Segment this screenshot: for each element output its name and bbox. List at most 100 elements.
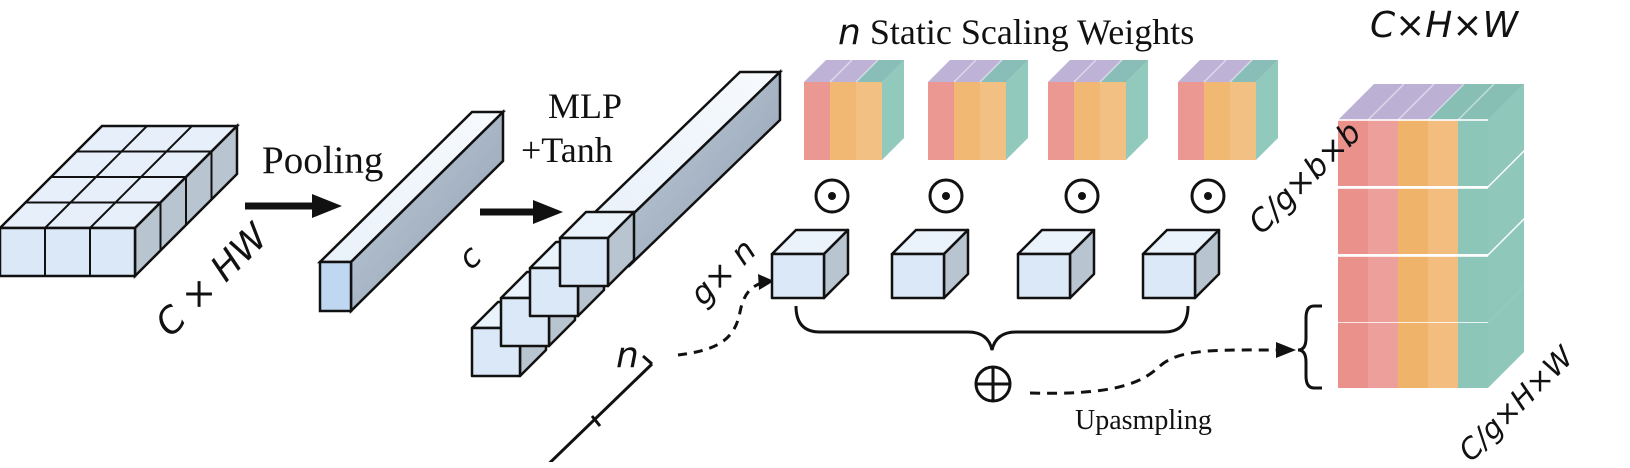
static-weight-3-slab-orange2 <box>1100 82 1126 160</box>
static-weights-title: n Static Scaling Weights <box>838 14 1194 51</box>
stack-cube-1-front <box>558 236 610 288</box>
output-slab-col-3 <box>1428 120 1458 186</box>
input-grid-tensor <box>0 122 241 280</box>
static-weight-2 <box>928 59 1028 160</box>
dynamic-cube-4 <box>1141 228 1221 300</box>
static-weight-3-slab-red <box>1048 82 1074 160</box>
dynamic-cube-4-front <box>1141 252 1197 300</box>
upsampling-label: Upasmpling <box>1075 405 1212 436</box>
sum-curly-brace <box>794 305 1190 351</box>
n-bracket <box>542 354 654 468</box>
hadamard-dot <box>828 192 836 200</box>
output-slab-2 <box>1338 152 1524 254</box>
upsampling-arrowhead <box>1276 342 1296 358</box>
hadamard-ring <box>1190 178 1226 214</box>
static-weight-2-slab-orange <box>954 82 980 160</box>
output-side <box>1488 220 1524 322</box>
output-slab-col-0 <box>1338 120 1368 186</box>
hadamard-4 <box>1190 178 1226 214</box>
hadamard-dot <box>1078 192 1086 200</box>
upsampling-dashed-arrow <box>1029 348 1283 395</box>
hadamard-2 <box>928 178 964 214</box>
output-slab-col-1 <box>1368 256 1398 322</box>
static-weight-3-edge-0 <box>1073 59 1097 83</box>
hadamard-1 <box>814 178 850 214</box>
output-slab-col-4 <box>1458 188 1488 254</box>
output-top-edge <box>1427 83 1465 121</box>
dynamic-cube-row <box>770 228 1221 300</box>
output-top-edge <box>1367 83 1405 121</box>
output-dims-label: C×H×W <box>1370 5 1519 46</box>
output-slab-col-4 <box>1458 120 1488 186</box>
output-slab-1 <box>1338 83 1524 186</box>
output-top-edge <box>1457 83 1495 121</box>
output-side <box>1488 286 1524 388</box>
static-weight-4-side <box>1256 60 1278 160</box>
static-weight-4-edge-0 <box>1203 59 1227 83</box>
hadamard-ring <box>928 178 964 214</box>
output-slab-col-3 <box>1428 188 1458 254</box>
static-weight-1-top-teal <box>856 60 904 82</box>
output-slab-col-2 <box>1398 256 1428 322</box>
mlp-arrow <box>480 200 563 224</box>
static-weight-3 <box>1048 59 1148 160</box>
title-rest: Static Scaling Weights <box>860 12 1195 52</box>
hadamard-dot <box>1204 192 1212 200</box>
output-tensor <box>1338 83 1524 388</box>
output-slab-col-0 <box>1338 256 1368 322</box>
output-slab-col-0 <box>1338 188 1368 254</box>
dynamic-cube-1 <box>770 228 850 300</box>
static-weight-2-slab-orange2 <box>980 82 1006 160</box>
static-weight-4-slab-orange2 <box>1230 82 1256 160</box>
static-weight-2-edge-1 <box>979 59 1003 83</box>
output-slab-4 <box>1338 286 1524 388</box>
hadamard-ring <box>1064 178 1100 214</box>
static-weight-1-side <box>882 60 904 160</box>
dynamic-cube-2-front <box>890 252 946 300</box>
static-weight-2-edge-0 <box>953 59 977 83</box>
mlp-cube-stack <box>470 210 636 378</box>
output-slab-col-4 <box>1458 256 1488 322</box>
output-slab-3 <box>1338 220 1524 322</box>
static-weight-1 <box>804 59 904 160</box>
static-weight-1-slab-orange <box>830 82 856 160</box>
stack-cube-1 <box>558 210 636 288</box>
output-slab-col-0 <box>1338 322 1368 388</box>
static-weight-4-slab-red <box>1178 82 1204 160</box>
n-to-cube-dashed-arrow <box>677 280 765 357</box>
output-side <box>1488 152 1524 254</box>
output-side <box>1488 84 1524 186</box>
hadamard-dot <box>942 192 950 200</box>
output-slab-col-1 <box>1368 120 1398 186</box>
n-arrowhead <box>758 274 774 290</box>
output-slab-col-3 <box>1428 256 1458 322</box>
dynamic-cube-3 <box>1016 228 1096 300</box>
static-weight-blocks <box>804 59 1278 160</box>
static-weight-4 <box>1178 59 1278 160</box>
static-weight-3-edge-1 <box>1099 59 1123 83</box>
static-weight-1-slab-orange2 <box>856 82 882 160</box>
static-weight-1-edge-1 <box>855 59 879 83</box>
output-slab-col-2 <box>1398 120 1428 186</box>
tanh-label: +Tanh <box>521 130 613 170</box>
output-top-edge <box>1397 83 1435 121</box>
static-weight-1-edge-0 <box>829 59 853 83</box>
static-weight-4-top-teal <box>1230 60 1278 82</box>
sum-symbol <box>974 365 1012 403</box>
static-weight-2-side <box>1006 60 1028 160</box>
static-weight-3-top-teal <box>1100 60 1148 82</box>
output-slab-col-2 <box>1398 322 1428 388</box>
output-slab-col-2 <box>1398 188 1428 254</box>
static-weight-3-side <box>1126 60 1148 160</box>
dynamic-cube-3-front <box>1016 252 1072 300</box>
output-slab-col-4 <box>1458 322 1488 388</box>
pooling-arrow <box>245 194 342 218</box>
output-slab-col-3 <box>1428 322 1458 388</box>
output-left-bracket <box>1297 304 1322 390</box>
pooling-label: Pooling <box>262 139 384 182</box>
static-weight-1-slab-red <box>804 82 830 160</box>
static-weight-2-top-teal <box>980 60 1028 82</box>
hadamard-symbols <box>814 178 1226 214</box>
